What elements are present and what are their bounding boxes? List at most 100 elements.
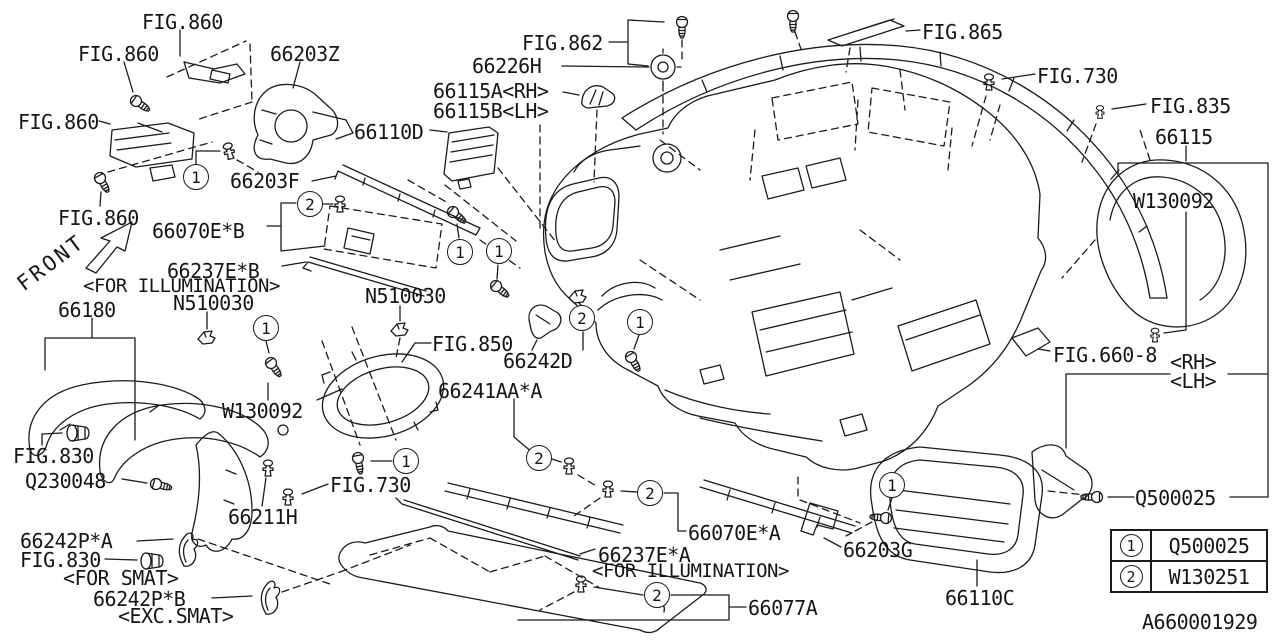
- guide-dash: [539, 109, 598, 233]
- pushpin-icon: [575, 575, 587, 593]
- label-66180: 66180: [58, 298, 116, 322]
- leader-66242PB: [211, 595, 253, 599]
- pushpin-icon: [602, 480, 614, 498]
- label-fig860-upper: FIG.860: [78, 42, 159, 66]
- windshield-rail-drawing: [621, 43, 1168, 299]
- guide-dash: [407, 179, 449, 204]
- label-66226H: 66226H: [472, 54, 542, 78]
- screw-icon: [444, 203, 470, 228]
- label-fig862: FIG.862: [522, 31, 603, 55]
- grommet-icon: [277, 424, 289, 436]
- main-panel-drawing: [542, 63, 1047, 471]
- guide-dash: [395, 337, 401, 359]
- callout-1: 1: [393, 448, 419, 474]
- callout-1: 1: [879, 472, 905, 498]
- part-66070EB-drawing: [266, 202, 375, 255]
- knob-icon: [66, 424, 90, 442]
- label-n510030-left: N510030: [173, 291, 254, 315]
- leader-w130092-left2: [316, 388, 343, 401]
- right-end-panel-drawing: [1061, 129, 1247, 328]
- label-w130092-right: W130092: [1133, 189, 1214, 213]
- q500025-end-bracket-drawing: [1031, 444, 1093, 519]
- label-66237EB: 66237E*B: [167, 259, 260, 283]
- label-fig835: FIG.835: [1150, 94, 1231, 118]
- leader-66242PA: [136, 538, 174, 542]
- leader-fig730-left: [301, 483, 329, 495]
- pushpin-icon: [262, 459, 274, 477]
- bracket-66077A: [517, 594, 747, 621]
- label-66203F: 66203F: [230, 169, 300, 193]
- part-66110C-drawing: [870, 446, 1043, 587]
- legend-row: 1 Q500025: [1112, 531, 1266, 560]
- pushpin-icon: [221, 141, 237, 161]
- label-fig860-mid: FIG.860: [18, 110, 99, 134]
- pushpin-icon: [1150, 327, 1160, 343]
- legend-part-code: Q500025: [1168, 533, 1250, 558]
- leader-q230048: [121, 478, 148, 484]
- leader-callout-c1: [195, 150, 221, 165]
- label-fig730-left: FIG.730: [330, 473, 411, 497]
- guide-dash: [794, 31, 851, 73]
- part-66237EB-drawing: [281, 256, 427, 297]
- callout-2: 2: [526, 445, 552, 471]
- leader-callout-c4: [496, 264, 499, 280]
- assembly-guide-dashes: [107, 40, 253, 173]
- label-66115: 66115: [1155, 125, 1213, 149]
- legend-callout-cell: 1: [1112, 531, 1152, 560]
- leader-fig860-b: [123, 61, 134, 93]
- screw-icon: [786, 9, 800, 33]
- callout-1: 1: [447, 239, 473, 265]
- fig860-module-part: [98, 120, 195, 182]
- leader-callout-c9: [551, 458, 562, 463]
- legend-callout-2: 2: [1119, 565, 1143, 588]
- front-arrow-icon: [85, 221, 133, 274]
- diagram-document-code: A660001929: [1142, 610, 1258, 634]
- clip-icon: [390, 322, 409, 337]
- label-fig830-bottom: FIG.830: [20, 548, 101, 572]
- part-66070EA-bar-drawing: [444, 476, 861, 534]
- guide-dash: [971, 95, 987, 147]
- leader-fig730-right: [1001, 73, 1036, 80]
- sail-bracket-icon: [178, 532, 199, 567]
- label-66070EA: 66070E*A: [688, 521, 781, 545]
- callout-2: 2: [637, 480, 663, 506]
- screw-icon: [262, 354, 286, 380]
- guide-dash: [577, 474, 599, 488]
- label-fig865: FIG.865: [922, 20, 1003, 44]
- label-exc-smat: <EXC.SMAT>: [118, 604, 234, 628]
- label-fig730-right: FIG.730: [1037, 64, 1118, 88]
- fig865-strip-drawing: [827, 18, 921, 47]
- leader-fig835: [1111, 103, 1147, 110]
- fig860-bracket-part: [179, 29, 246, 84]
- label-fig860-top: FIG.860: [142, 10, 223, 34]
- leader-fig830-bottom: [104, 558, 138, 561]
- label-for-smat: <FOR SMAT>: [63, 566, 179, 590]
- part-66110D-drawing: [429, 126, 499, 190]
- guide-dash: [1047, 490, 1087, 496]
- label-66115B: 66115B<LH>: [433, 99, 549, 123]
- leader-66211H: [261, 477, 267, 507]
- guide-dash: [1081, 123, 1097, 163]
- guide-dash: [573, 497, 601, 517]
- label-for-illumination-left: <FOR ILLUMINATION>: [83, 275, 280, 297]
- fig850-lens-drawing: [321, 342, 445, 439]
- screw-icon: [148, 476, 174, 495]
- guide-dash: [236, 159, 259, 173]
- screw-icon: [91, 169, 114, 196]
- callout-2: 2: [644, 582, 670, 608]
- leader-callout-c3: [456, 223, 460, 239]
- label-q500025: Q500025: [1135, 486, 1216, 510]
- part-66242D-drawing: [528, 304, 584, 351]
- label-66242PA: 66242P*A: [20, 529, 113, 553]
- part-66115AB-drawing: [562, 85, 616, 109]
- part-66237EA-drawing: [395, 497, 596, 561]
- illum-dashed-box: [323, 205, 443, 269]
- label-66211H: 66211H: [228, 505, 298, 529]
- label-66077A: 66077A: [748, 596, 818, 620]
- guide-dash: [662, 39, 683, 135]
- guide-dash: [321, 326, 397, 446]
- part-66203G-drawing: [800, 502, 842, 548]
- label-w130092-left: W130092: [222, 399, 303, 423]
